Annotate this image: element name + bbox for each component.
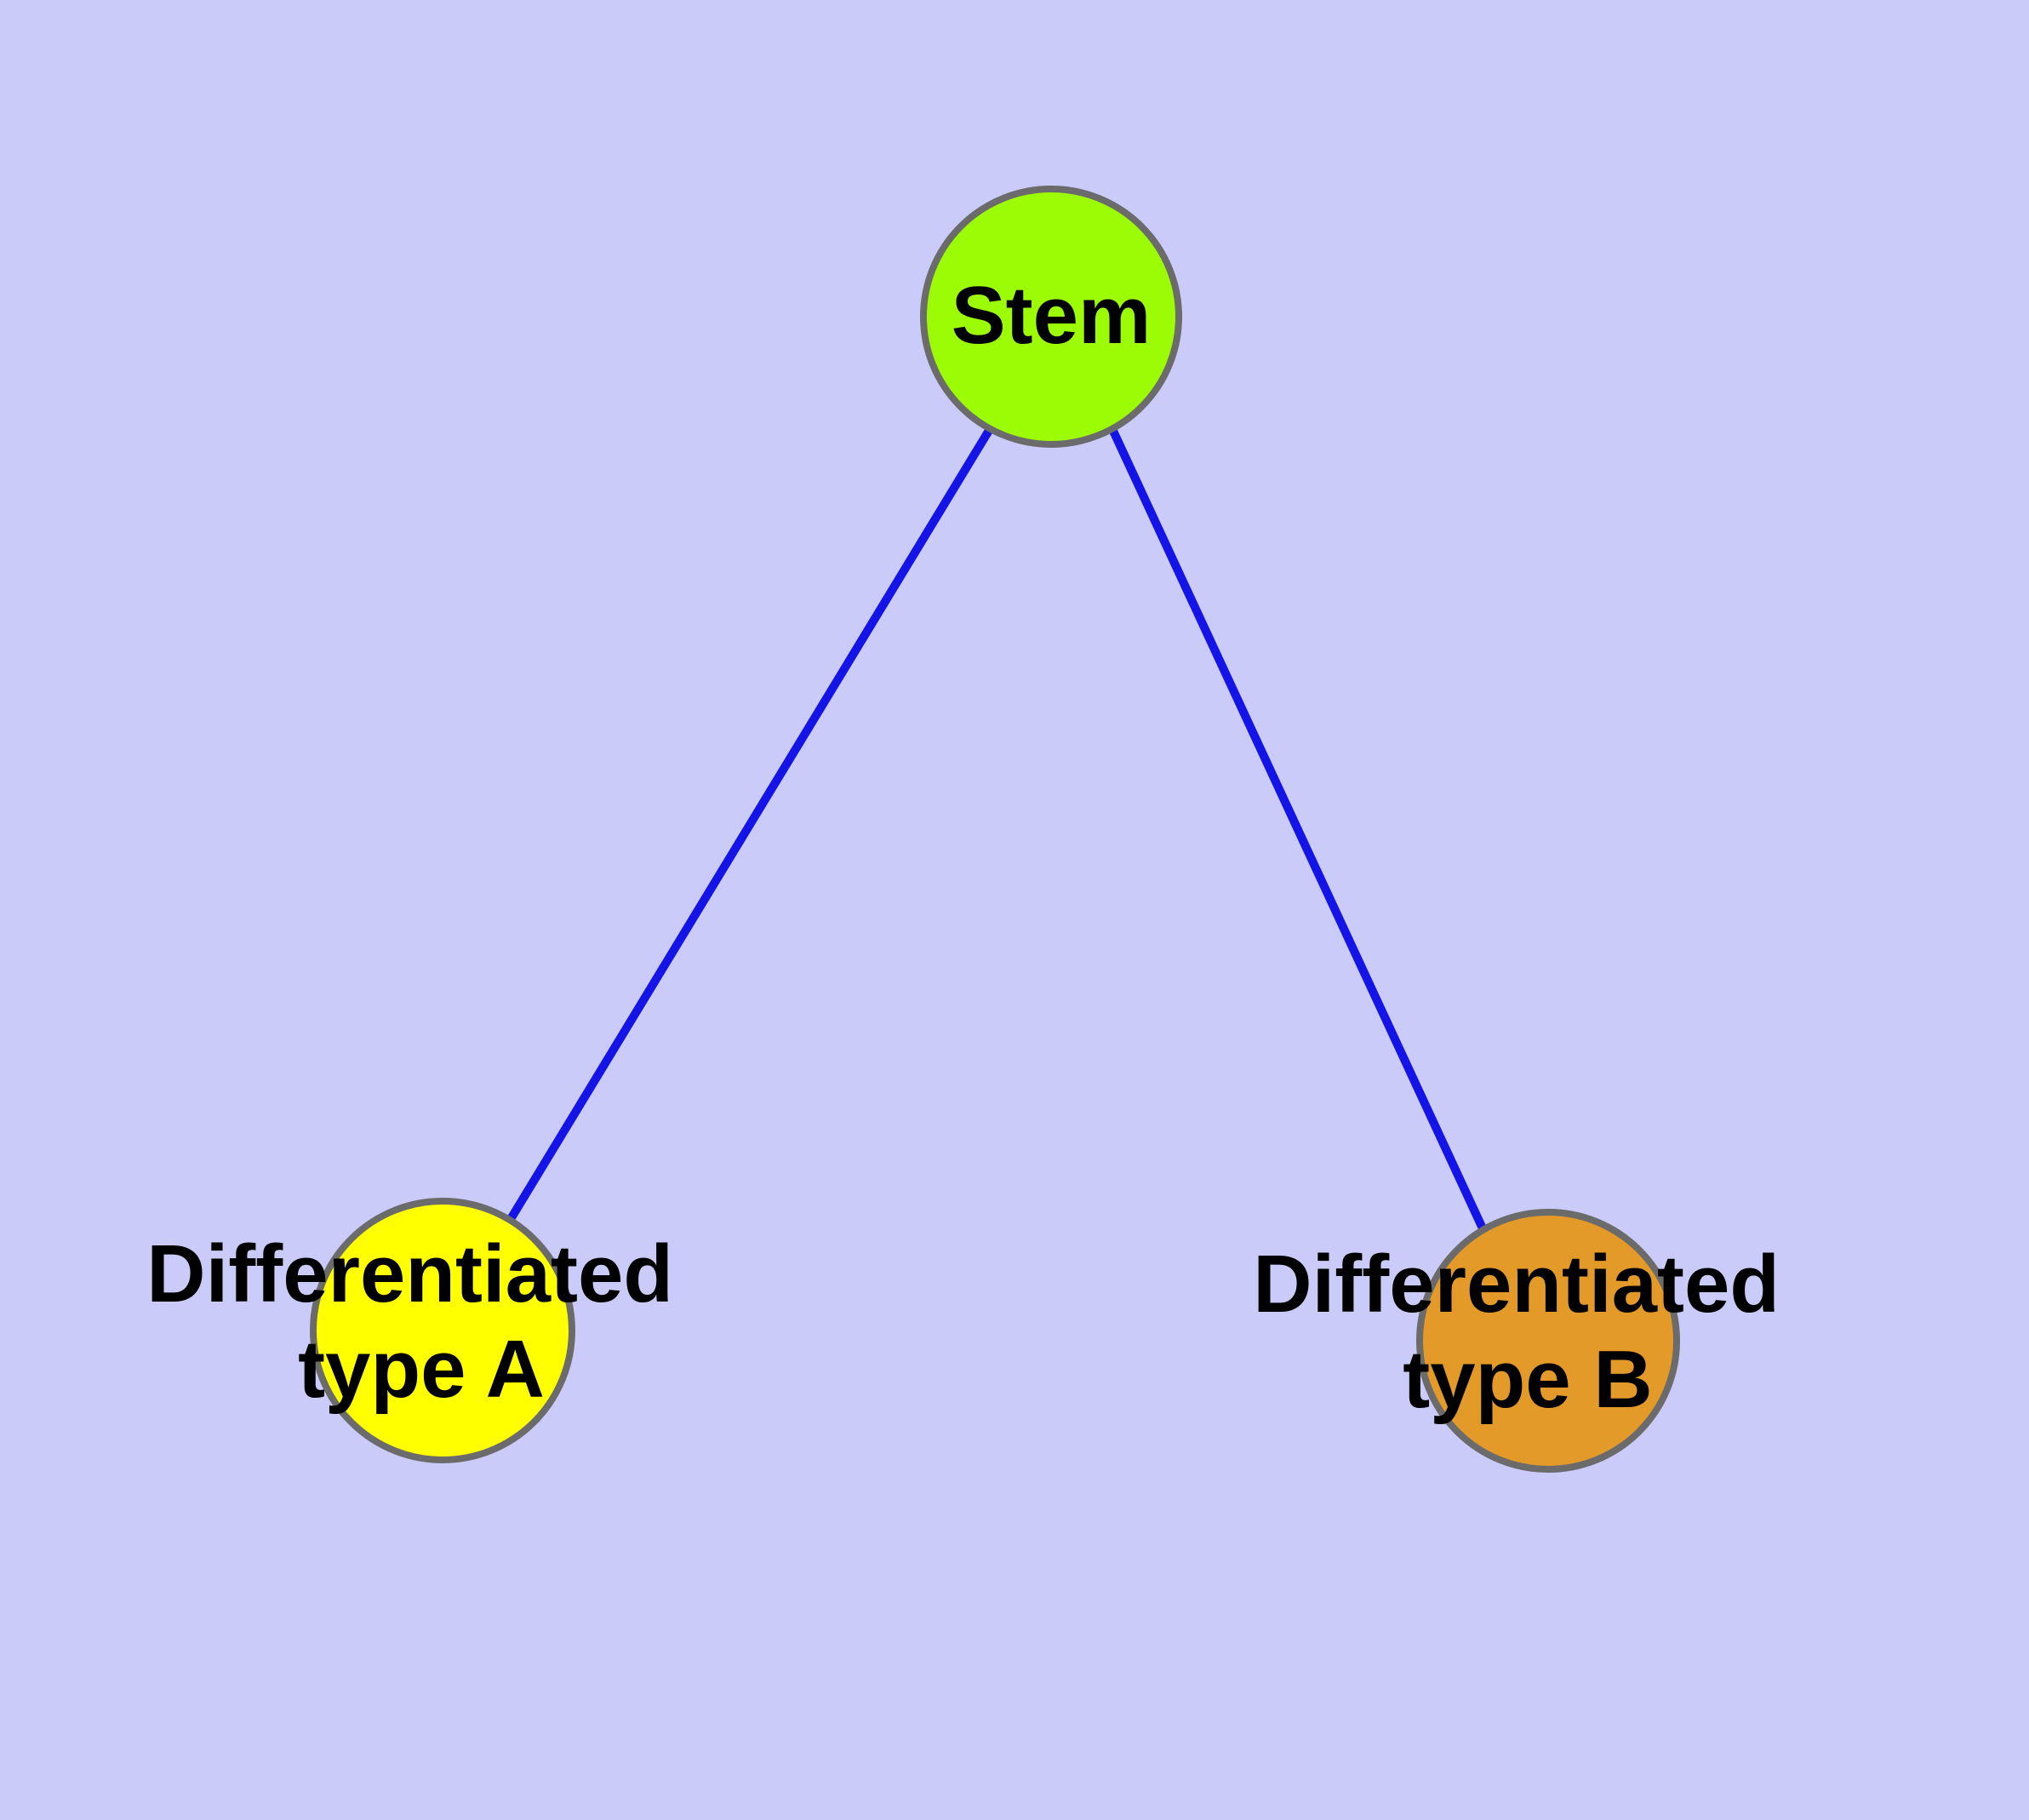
node-label-diff-a-line-2: type A — [298, 1324, 545, 1415]
node-label-stem-line-1: Stem — [952, 270, 1152, 361]
diagram-right-margin — [1966, 0, 2029, 1820]
edge-layer — [504, 426, 1487, 1231]
node-label-diff-a-line-1: Differentiated — [146, 1228, 673, 1319]
node-label-stem: Stem — [952, 270, 1152, 361]
node-label-differentiated-type-a: Differentiated type A — [146, 1228, 695, 1415]
label-layer: Stem Differentiated type A Differentiate… — [146, 270, 1802, 1425]
node-circle-stem[interactable] — [920, 186, 1182, 448]
node-label-differentiated-type-b: Differentiated type B — [1253, 1239, 1802, 1425]
node-label-diff-b-line-1: Differentiated — [1253, 1239, 1780, 1330]
node-layer — [310, 186, 1680, 1473]
node-label-diff-b-line-2: type B — [1403, 1334, 1652, 1425]
edge-stem-to-differentiated-type-b[interactable] — [1108, 426, 1487, 1231]
node-circle-differentiated-type-a[interactable] — [310, 1198, 575, 1463]
node-circle-differentiated-type-b[interactable] — [1416, 1209, 1680, 1473]
edge-stem-to-differentiated-type-a[interactable] — [504, 426, 994, 1226]
